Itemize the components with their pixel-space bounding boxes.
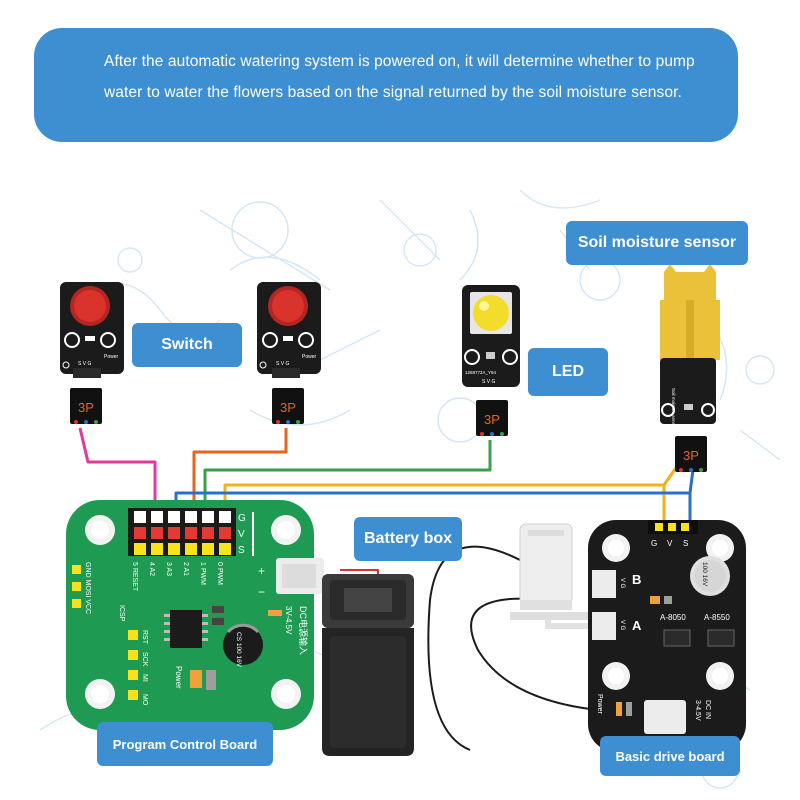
switch-module-1[interactable]: S V G Power 3P (60, 282, 124, 424)
icsp-label: ICSP (118, 605, 125, 622)
water-pump (510, 523, 590, 629)
mcu-chip (170, 610, 202, 648)
battery-box (322, 574, 414, 756)
drive-port-b (592, 570, 616, 598)
drive-power-label: Power (596, 694, 603, 715)
port-label-4: 4 A2 (148, 562, 155, 576)
switch-1-connector-label: 3P (78, 400, 94, 415)
left-pin-pads (72, 565, 81, 608)
led-board-code: 1268772A_Y94 (465, 370, 497, 375)
bottom-pin-pads (128, 630, 138, 700)
wire-pump-black (427, 545, 599, 751)
drive-dc-in-label: DC IN (704, 700, 711, 719)
led-module: 1268772A_Y94 S V G 3P (462, 285, 520, 436)
capacitor-label: CS 100 16V (235, 632, 242, 668)
port-label-3: 3 A3 (165, 562, 172, 576)
led-label-box: LED (528, 348, 608, 396)
soil-sensor-label: Soil moisture sensor (577, 234, 737, 251)
pin-label-sck: SCK (141, 652, 148, 667)
header-label-v: V (238, 529, 245, 540)
port-label-0: 0 PWM (216, 562, 223, 585)
led-connector-label: 3P (484, 412, 500, 427)
switch-1-power-label: Power (104, 354, 119, 360)
port-label-2: 2 A1 (182, 562, 189, 576)
pin-label-rst: RST (141, 630, 148, 645)
drive-port-a (592, 612, 616, 640)
drive-board-label-box: Basic drive board (600, 736, 740, 776)
board-power-label: Power (174, 666, 183, 689)
drive-voltage-label: 3-4.5V (694, 700, 701, 721)
switch-2-power-label: Power (302, 354, 317, 360)
switch-2-connector-label: 3P (280, 400, 296, 415)
header-label-s: S (238, 545, 245, 556)
drive-board-label: Basic drive board (615, 748, 725, 764)
dc-minus-label: − (258, 585, 265, 599)
battery-box-label-box: Battery box (354, 517, 462, 561)
dc-plus-label: + (258, 564, 265, 578)
pin-label-mi: MI (141, 674, 148, 682)
dc-input-connector: + − DC电源输入 3V-4.5V (258, 558, 324, 655)
basic-drive-board: G V S 100 16V B A V G V G A-8050 A-8550 … (588, 520, 746, 752)
soil-moisture-sensor: Soil moisture sensor 3P (660, 264, 720, 472)
program-board-label-box: Program Control Board (97, 722, 273, 766)
led-light (473, 295, 509, 331)
wire-switch2-orange (192, 428, 288, 530)
battery-box-label: Battery box (363, 530, 453, 547)
port-label-5: 5 RESET (131, 562, 138, 592)
program-control-board: G V S 5 RESET 4 A2 3 A3 2 A1 1 PWM 0 PWM… (66, 500, 324, 730)
description-banner: After the automatic watering system is p… (34, 28, 738, 142)
pin-label-mo: MO (141, 694, 148, 706)
dc-input-label: DC电源输入 (298, 606, 309, 655)
program-board-label: Program Control Board (112, 736, 258, 752)
switch-label-box: Switch (132, 323, 242, 367)
drive-pin-s: S (683, 539, 688, 548)
port-a-pins: V G (619, 620, 625, 631)
soil-connector-label: 3P (683, 448, 699, 463)
transistor-a8550-label: A-8550 (704, 613, 730, 622)
switch-2-pins: S V G (276, 361, 289, 367)
header-label-g: G (238, 513, 246, 524)
port-label-1: 1 PWM (199, 562, 206, 585)
wire-switch1-pink (78, 427, 157, 530)
pin-header: G V S (128, 508, 254, 556)
switch-button-1[interactable] (74, 290, 106, 322)
transistor-a8050-label: A-8050 (660, 613, 686, 622)
drive-pin-v: V (667, 539, 673, 548)
drive-pin-g: G (651, 539, 657, 548)
drive-dc-connector (644, 700, 686, 734)
drive-capacitor-label: 100 16V (701, 562, 708, 587)
left-pins-label: GND MOSI VCC (84, 562, 91, 614)
port-a-label: A (632, 618, 642, 633)
description-text: After the automatic watering system is p… (104, 53, 695, 101)
switch-label: Switch (161, 336, 213, 353)
soil-sensor-label-box: Soil moisture sensor (566, 221, 748, 265)
switch-1-pins: S V G (78, 361, 91, 367)
capacitor: CS 100 16V (223, 623, 263, 668)
led-pins: S V G (482, 379, 495, 385)
port-b-pins: V G (619, 578, 625, 589)
port-labels: 5 RESET 4 A2 3 A3 2 A1 1 PWM 0 PWM (131, 562, 223, 592)
port-b-label: B (632, 572, 641, 587)
led-label: LED (552, 363, 584, 380)
dc-voltage-label: 3V-4.5V (284, 606, 293, 635)
switch-module-2[interactable]: S V G Power 3P (257, 282, 321, 424)
switch-button-2[interactable] (272, 290, 304, 322)
